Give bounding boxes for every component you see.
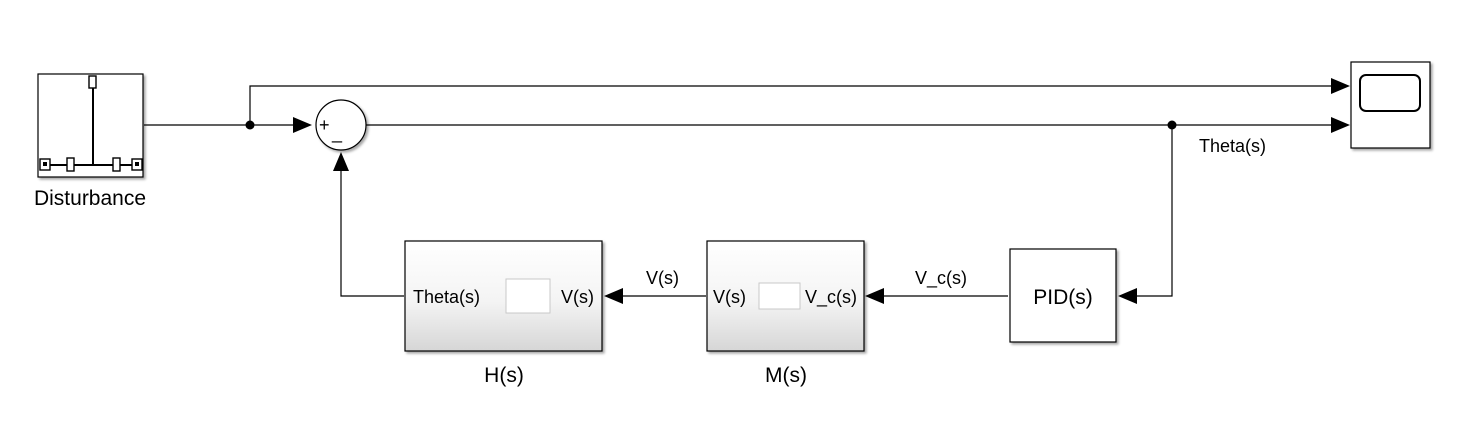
signal-label-v: V(s) bbox=[646, 268, 679, 288]
sum-minus-sign: _ bbox=[331, 123, 343, 144]
wire-sensor-feedback[interactable] bbox=[340, 170, 404, 297]
sensor-inner-icon bbox=[505, 278, 551, 314]
arrowhead-sensor-in bbox=[604, 288, 623, 304]
pid-block[interactable]: PID(s) bbox=[1009, 248, 1117, 343]
sensor-input-port: Theta(s) bbox=[413, 287, 480, 307]
wire-theta-feedback[interactable] bbox=[1136, 125, 1173, 297]
arrowhead-sum-plus bbox=[293, 117, 312, 133]
motor-block-label: M(s) bbox=[765, 364, 807, 387]
arrowhead-scope-2 bbox=[1331, 117, 1350, 133]
disturbance-block[interactable]: Disturbance bbox=[34, 73, 146, 210]
sum-plus-sign: + bbox=[319, 115, 330, 135]
sensor-output-port: V(s) bbox=[561, 287, 594, 307]
arrowhead-sum-minus bbox=[333, 152, 349, 171]
arrowhead-motor-in bbox=[865, 288, 884, 304]
sensor-block-label: H(s) bbox=[484, 364, 524, 387]
signal-label-vc: V_c(s) bbox=[915, 268, 967, 289]
arrowhead-scope-1 bbox=[1331, 78, 1350, 94]
scope-block[interactable] bbox=[1350, 61, 1431, 149]
arrowhead-pid-in bbox=[1118, 288, 1137, 304]
branch-point-disturbance bbox=[245, 120, 255, 130]
pid-block-text: PID(s) bbox=[1033, 286, 1093, 309]
signal-builder-icon bbox=[39, 75, 143, 172]
disturbance-label: Disturbance bbox=[34, 187, 146, 210]
motor-block[interactable]: V(s) V_c(s) M(s) bbox=[706, 240, 865, 387]
wire-to-scope-input-1[interactable] bbox=[249, 85, 1332, 125]
sum-block[interactable]: + _ bbox=[315, 99, 367, 151]
branch-point-theta bbox=[1167, 120, 1177, 130]
arrowheads bbox=[293, 78, 1350, 304]
motor-input-port: V(s) bbox=[713, 287, 746, 307]
signal-label-theta: Theta(s) bbox=[1199, 136, 1266, 156]
sensor-block[interactable]: Theta(s) V(s) H(s) bbox=[404, 240, 603, 387]
motor-output-port: V_c(s) bbox=[805, 287, 857, 308]
scope-screen-icon bbox=[1359, 74, 1421, 112]
motor-inner-icon bbox=[758, 282, 801, 310]
